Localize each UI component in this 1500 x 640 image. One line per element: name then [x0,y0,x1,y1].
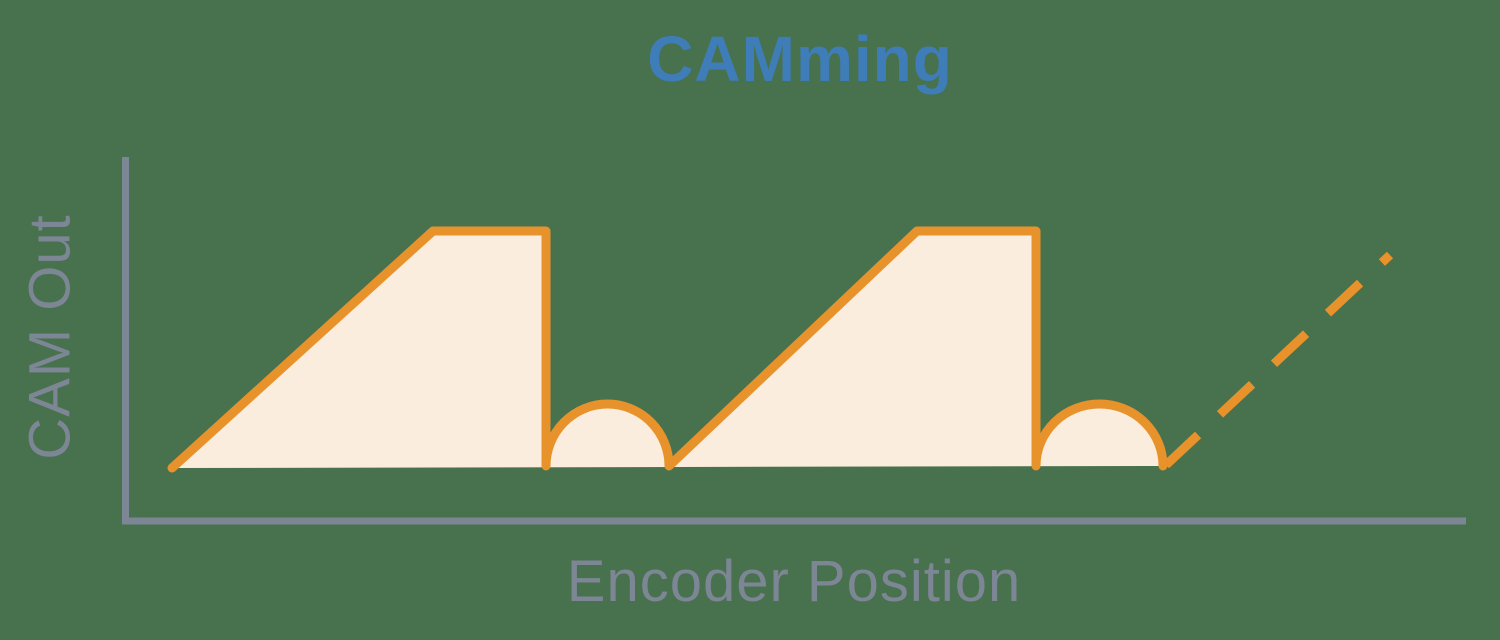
cam-profile-fill [172,231,1163,468]
y-axis-label: CAM Out [17,214,83,460]
cam-profile-stroke [167,226,1168,473]
chart-title: CAMming [647,23,953,95]
x-axis-label: Encoder Position [566,549,1022,614]
dashed-continuation-line [1162,251,1394,469]
